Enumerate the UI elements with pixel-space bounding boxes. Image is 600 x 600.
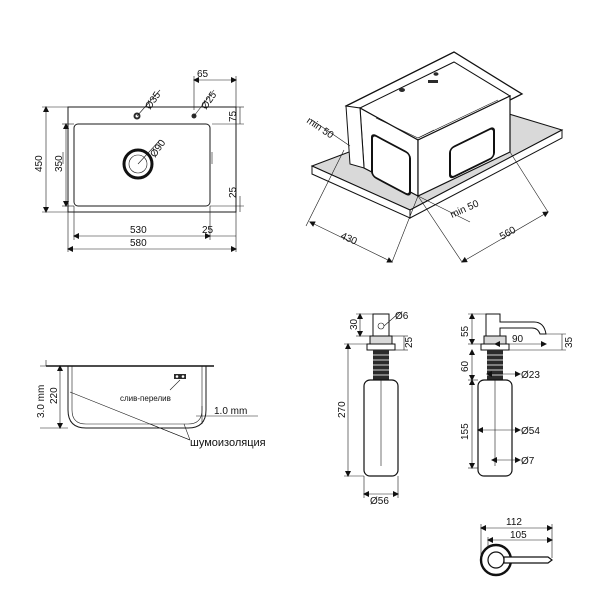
countertop-side (409, 129, 563, 219)
leader-d35 (136, 89, 161, 117)
dim-hole-d25: Ø25 (199, 90, 219, 112)
iso-logo-mark (428, 80, 438, 83)
dim-depth-220: 220 (49, 387, 60, 404)
sink-bowl-outline (73, 123, 211, 207)
sink-top-view: Ø35 Ø25 Ø90 65 75 25 450 350 530 (34, 69, 244, 252)
ext-430-a (305, 149, 345, 227)
side-collar (483, 335, 507, 345)
sink-cross-section: слив-перелив 3.0 mm 220 1.0 mm шумоизоля… (36, 360, 266, 449)
ext-560-b (417, 195, 463, 263)
section-bowl-outer (71, 366, 203, 425)
dim-min50-top: min 50 (304, 115, 335, 141)
dim-line-min50-top (311, 119, 351, 147)
dim-d23: Ø23 (521, 370, 540, 381)
dim-min50-bottom: min 50 (449, 198, 481, 220)
dim-60: 60 (460, 360, 471, 372)
ext-430-b (391, 195, 419, 263)
dim-d7: Ø7 (521, 456, 535, 467)
dim-30: 30 (349, 318, 360, 330)
dim-35: 35 (564, 336, 575, 348)
top-view-head-icon (487, 551, 505, 569)
dispenser-side-view: 55 90 35 60 Ø23 155 Ø54 Ø7 (460, 313, 575, 477)
pump-head (372, 313, 390, 337)
bowl-window-left (371, 134, 411, 196)
dim-430: 430 (339, 231, 359, 248)
dim-hole-d35: Ø35 (143, 90, 163, 112)
side-flange (480, 343, 510, 351)
dim-d56: Ø56 (370, 496, 389, 507)
dim-line-430 (309, 221, 393, 263)
leader-overflow (169, 379, 181, 391)
dim-90: 90 (512, 334, 524, 345)
dim-530: 530 (130, 225, 147, 236)
dim-25-vertical: 25 (228, 186, 239, 198)
dim-155: 155 (460, 423, 471, 440)
ext-560-a (509, 151, 549, 213)
leader-d25 (193, 89, 215, 117)
dispenser-front-view: Ø6 30 25 270 Ø56 (337, 311, 415, 507)
dim-112: 112 (506, 517, 522, 528)
leader-insulation-2 (149, 423, 191, 441)
dim-wall-1mm: 1.0 mm (214, 406, 247, 417)
dim-65: 65 (197, 69, 209, 80)
dim-thickness-3mm: 3.0 mm (36, 385, 47, 418)
leader-d6 (383, 311, 401, 327)
dim-105: 105 (510, 530, 527, 541)
thread-lines (373, 354, 389, 376)
top-view-spout-icon (503, 556, 553, 564)
dim-d6: Ø6 (395, 311, 409, 322)
dim-d54: Ø54 (521, 426, 540, 437)
dim-25: 25 (404, 336, 415, 348)
pump-flange (366, 343, 396, 351)
sink-isometric-view: min 50 min 50 430 560 (304, 51, 564, 263)
dim-560: 560 (498, 225, 518, 243)
pump-collar (369, 335, 393, 345)
dim-drain-d90: Ø90 (148, 138, 168, 160)
dim-55: 55 (460, 325, 471, 337)
dim-580: 580 (130, 238, 147, 249)
dim-75: 75 (228, 110, 239, 122)
sink-flange-edge (345, 105, 365, 169)
dim-270: 270 (337, 401, 348, 418)
leader-d90 (137, 139, 161, 165)
dim-450: 450 (34, 155, 45, 172)
section-bowl-inner (67, 366, 207, 429)
dim-25-horizontal: 25 (202, 225, 214, 236)
dispenser-top-view: 112 105 (479, 517, 553, 577)
label-insulation: шумоизоляция (190, 437, 266, 449)
dim-line-560 (461, 211, 549, 263)
iso-tap-hole-icon (399, 88, 405, 92)
label-overflow: слив-перелив (120, 394, 171, 403)
bowl-inner-edge (417, 129, 435, 139)
leader-insulation-3 (183, 423, 191, 441)
iso-accessory-hole-icon (433, 72, 439, 76)
dim-350: 350 (54, 155, 65, 172)
pump-spout (485, 313, 547, 337)
overflow-icon (174, 374, 186, 379)
bowl-window-right (449, 127, 495, 179)
